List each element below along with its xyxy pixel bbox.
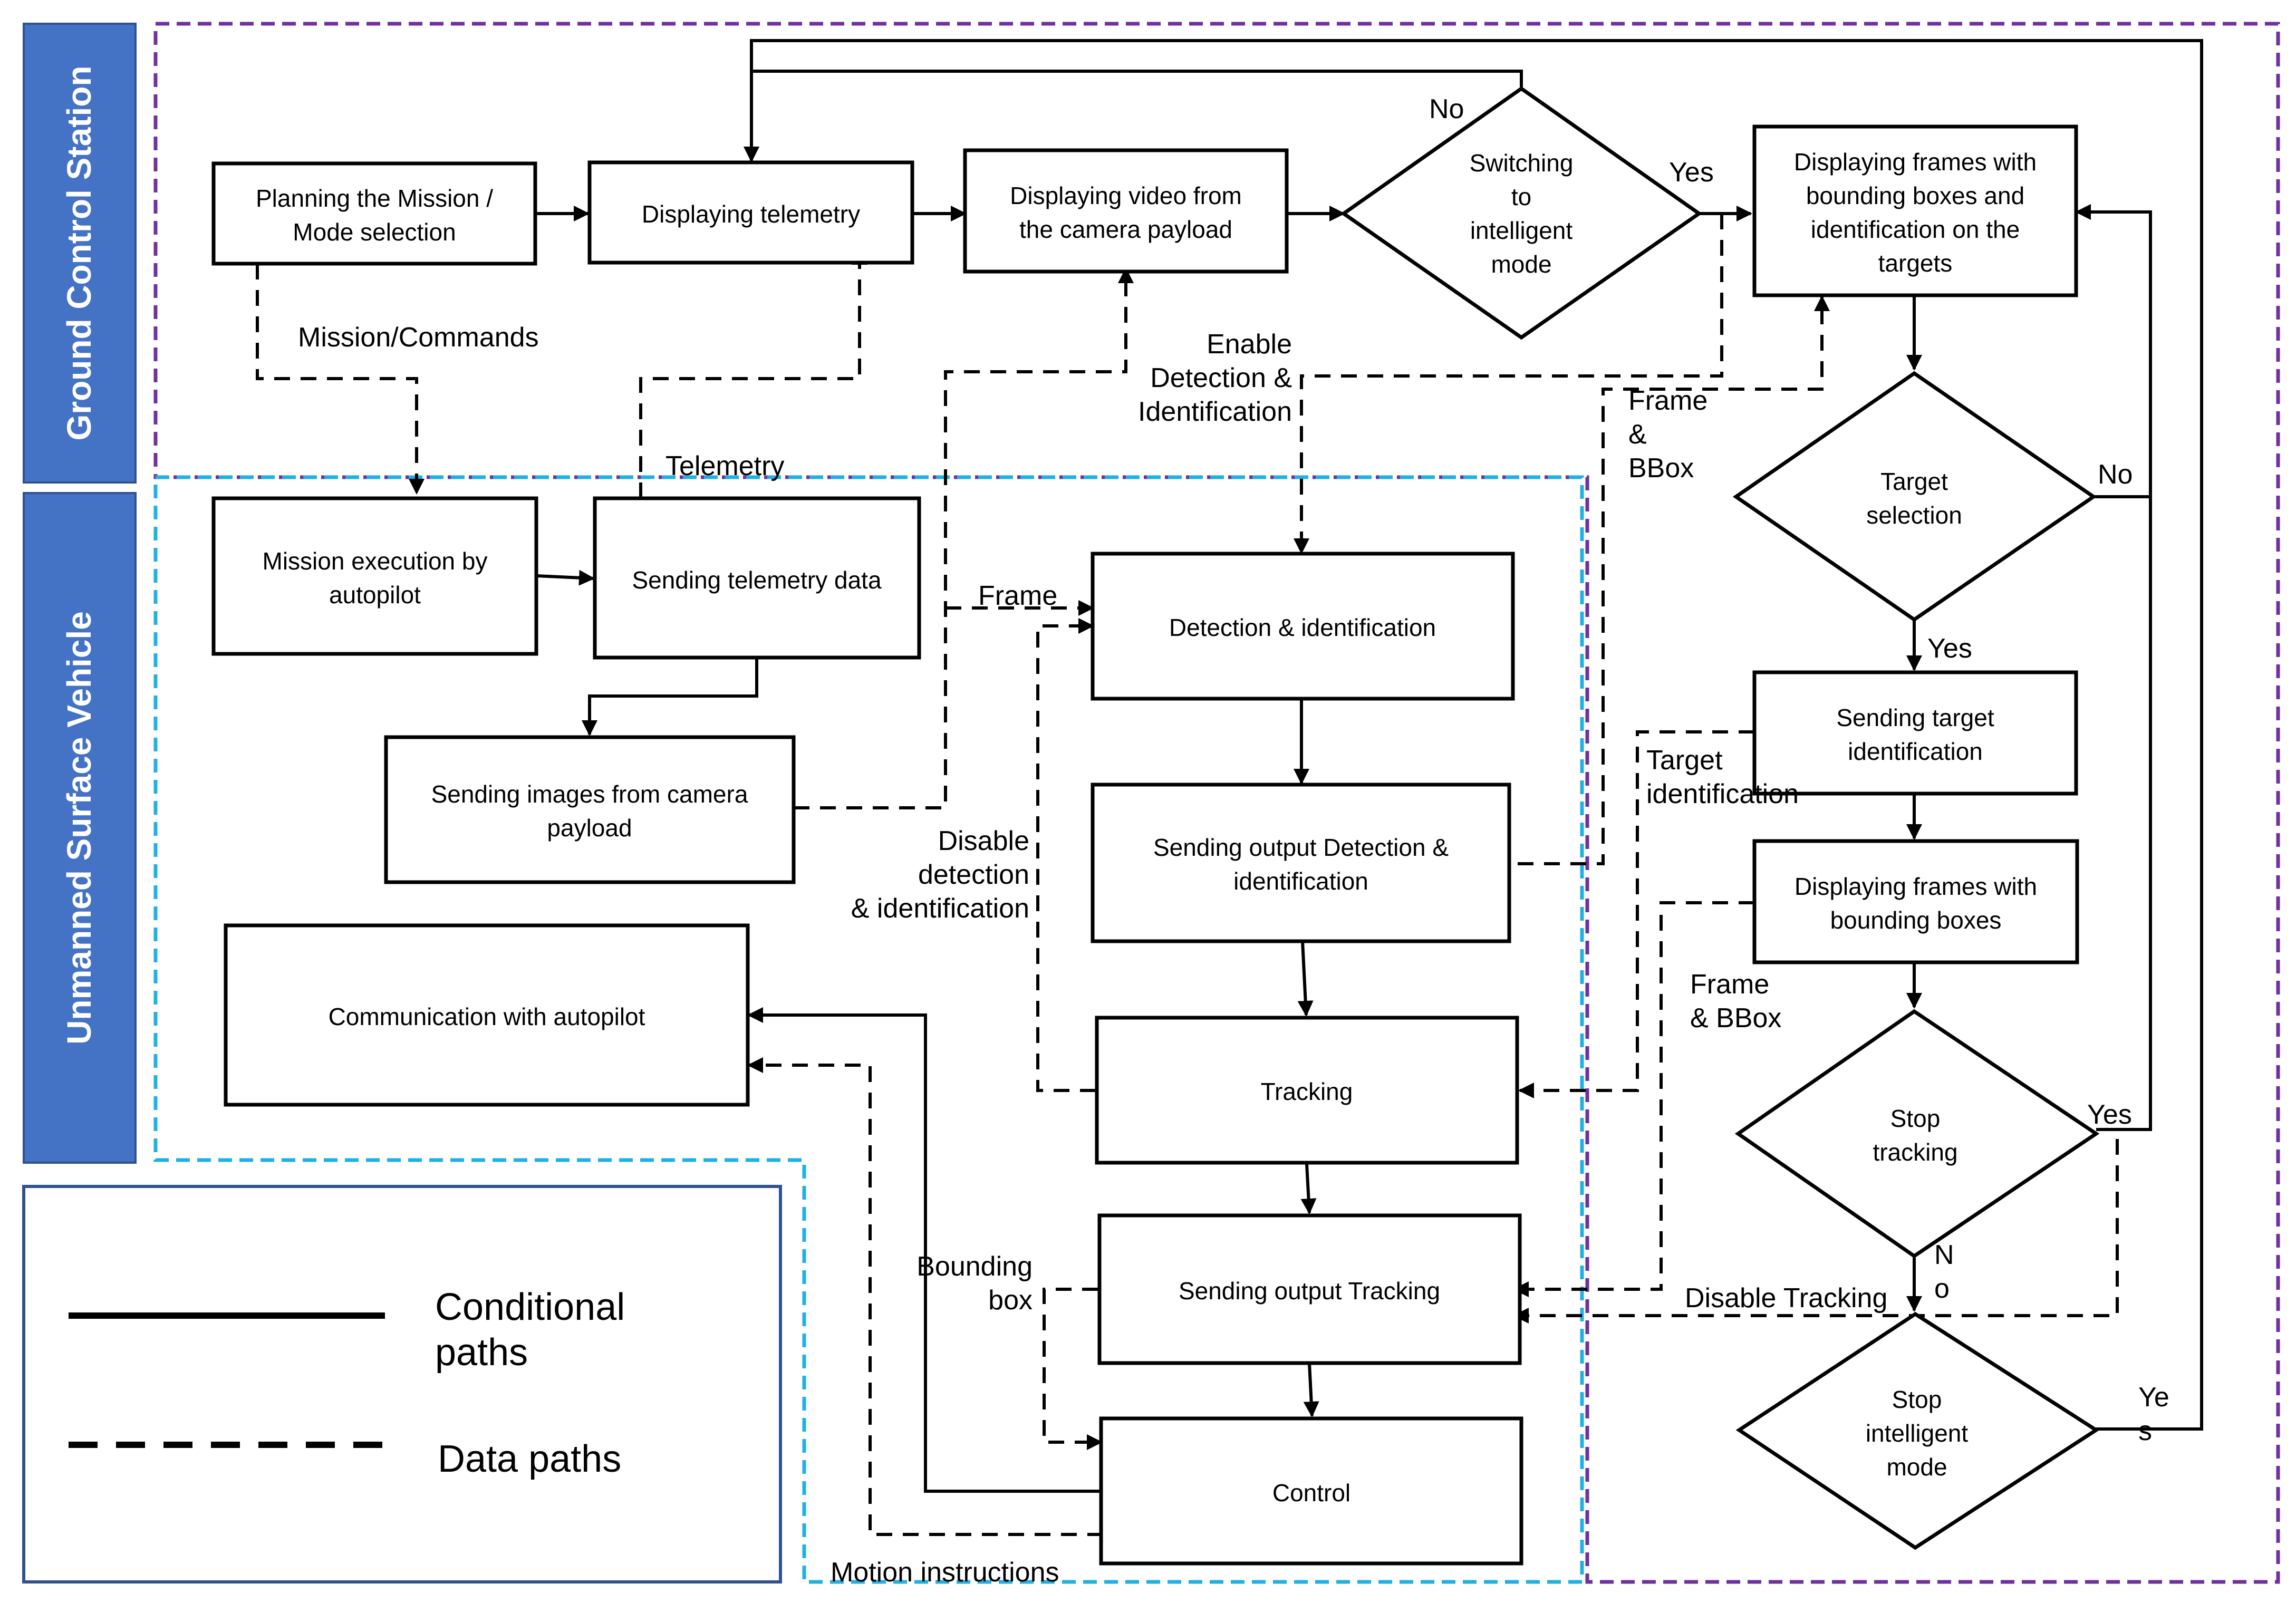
- node-communication-autopilot: Communication with autopilot: [224, 923, 750, 1107]
- node-displaying-telemetry: Displaying telemetry: [587, 160, 914, 265]
- node-control-label: Control: [1272, 1479, 1350, 1507]
- node-tracking: Tracking: [1095, 1016, 1519, 1165]
- label-yes-switch: Yes: [1669, 157, 1714, 188]
- node-displaying-telemetry-label: Displaying telemetry: [642, 200, 860, 228]
- node-planning-mission: Planning the Mission /Mode selection: [211, 161, 537, 266]
- usv-lane-label: Unmanned Surface Vehicle: [60, 611, 98, 1045]
- node-communication-autopilot-label: Communication with autopilot: [329, 1003, 645, 1030]
- label-yes-target: Yes: [1927, 633, 1972, 664]
- node-sending-output-tracking: Sending output Tracking: [1097, 1213, 1522, 1365]
- node-planning-mission-label: Planning the Mission /Mode selection: [256, 185, 493, 246]
- usv-lane-band: Unmanned Surface Vehicle: [23, 492, 137, 1164]
- label-frame: Frame: [978, 581, 1057, 611]
- label-no-target: No: [2098, 459, 2133, 490]
- node-sending-telemetry: Sending telemetry data: [593, 496, 921, 660]
- node-sending-output-tracking-label: Sending output Tracking: [1179, 1277, 1440, 1305]
- node-sending-output-detection-label: Sending output Detection &identification: [1153, 834, 1449, 895]
- gcs-lane-label: Ground Control Station: [60, 66, 98, 441]
- node-detection-identification-label: Detection & identification: [1169, 614, 1436, 641]
- label-yes-stop-tracking: Yes: [2087, 1099, 2132, 1130]
- label-disable-tracking: Disable Tracking: [1685, 1283, 1887, 1314]
- label-mission-commands: Mission/Commands: [298, 322, 539, 353]
- node-sending-output-detection: Sending output Detection &identification: [1091, 783, 1511, 943]
- usv-region-border: [153, 475, 1584, 1584]
- label-motion-instructions: Motion instructions: [831, 1557, 1059, 1588]
- node-sending-telemetry-label: Sending telemetry data: [632, 566, 881, 594]
- node-detection-identification: Detection & identification: [1091, 552, 1515, 701]
- data-connectors: [256, 214, 2119, 1536]
- label-no-switch: No: [1429, 94, 1464, 124]
- gcs-lane-band: Ground Control Station: [23, 23, 137, 484]
- node-tracking-label: Tracking: [1261, 1078, 1353, 1105]
- conditional-connectors: [535, 39, 2203, 1493]
- node-control: Control: [1099, 1416, 1523, 1566]
- legend-data-label: Data paths: [438, 1438, 621, 1480]
- label-telemetry: Telemetry: [665, 451, 784, 481]
- label-frame-bbox-top: Frame&BBox: [1628, 385, 1707, 484]
- label-frame-bbox-mid: Frame& BBox: [1690, 969, 1781, 1034]
